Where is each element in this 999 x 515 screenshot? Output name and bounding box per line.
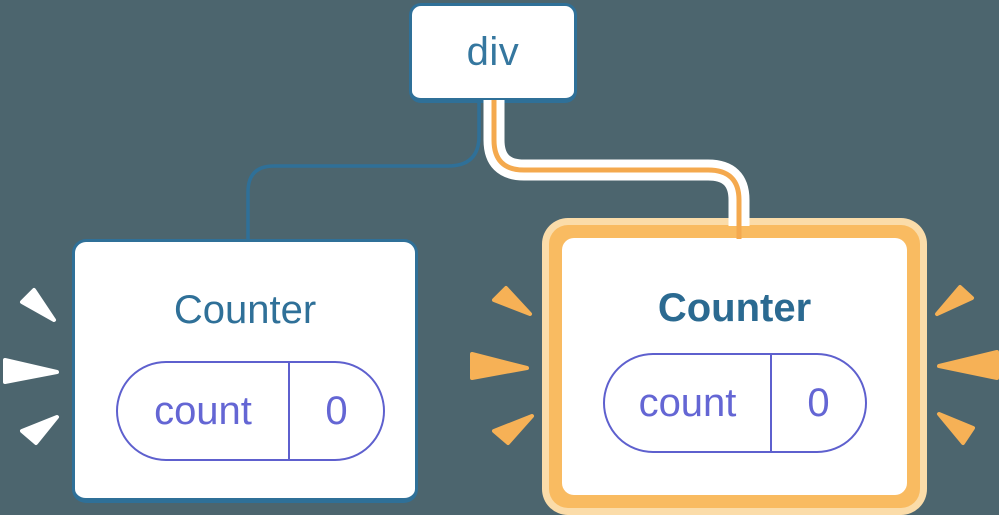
spark-icon — [935, 285, 974, 316]
state-key: count — [154, 388, 252, 433]
connector-right-core — [491, 100, 742, 246]
counter-node-right: Counter count 0 — [562, 238, 907, 495]
spark-icon — [3, 358, 59, 384]
spark-icon — [470, 352, 529, 380]
spark-burst-left — [3, 288, 59, 445]
spark-icon — [492, 414, 534, 445]
spark-icon — [20, 288, 56, 322]
spark-burst-middle — [470, 286, 534, 445]
counter-node-right-highlight: Counter count 0 — [542, 218, 927, 515]
pill-divider — [770, 355, 772, 451]
state-value: 0 — [325, 388, 348, 433]
spark-icon — [492, 286, 532, 316]
root-node-div: div — [409, 3, 577, 103]
state-value: 0 — [807, 380, 830, 425]
state-pill: count 0 — [116, 361, 385, 461]
connector-left-line — [246, 101, 481, 240]
spark-burst-right — [935, 285, 999, 445]
counter-label: Counter — [657, 286, 812, 330]
spark-icon — [937, 412, 975, 445]
state-key: count — [638, 380, 737, 425]
counter-label: Counter — [173, 288, 317, 332]
spark-icon — [20, 415, 59, 445]
highlight-ring: Counter count 0 — [549, 225, 920, 508]
root-node-label: div — [466, 29, 520, 74]
state-pill: count 0 — [603, 353, 867, 453]
spark-icon — [937, 350, 999, 380]
counter-node-left: Counter count 0 — [72, 239, 418, 503]
pill-divider — [288, 363, 290, 459]
